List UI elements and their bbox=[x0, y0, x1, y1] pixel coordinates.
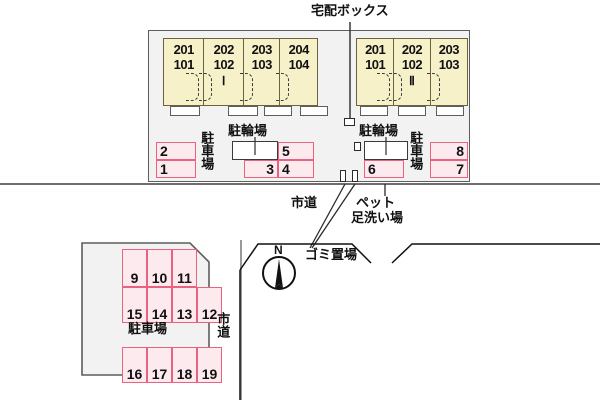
garbage-area-label: ゴミ置場 bbox=[305, 247, 358, 262]
entry-porch bbox=[170, 106, 200, 116]
parking-stall-1: 1 bbox=[156, 160, 196, 178]
entry-porch bbox=[300, 106, 328, 116]
parking-stall-9: 9 bbox=[122, 249, 147, 287]
pet-wash-label-line2: 足洗い場 bbox=[351, 210, 404, 225]
parking-stall-16: 16 bbox=[122, 347, 147, 383]
door-icon bbox=[389, 73, 403, 101]
parking-stall-18: 18 bbox=[172, 347, 197, 383]
bollard-icon bbox=[352, 170, 358, 182]
bicycle-right-label: 駐輪場 bbox=[359, 123, 399, 138]
parking-left-label: 駐車場 bbox=[199, 131, 215, 170]
delivery-box-label: 宅配ボックス bbox=[311, 3, 389, 18]
parking-stall-13: 13 bbox=[172, 287, 197, 323]
bollard-icon bbox=[340, 170, 346, 182]
parking-stall-8: 8 bbox=[430, 142, 468, 160]
parking-stall-12: 12 bbox=[197, 287, 222, 323]
building-2-roman-label: Ⅱ bbox=[409, 74, 415, 88]
main-road-line bbox=[0, 183, 600, 185]
parking-stall-15: 15 bbox=[122, 287, 147, 323]
entry-porch bbox=[436, 106, 464, 116]
door-icon bbox=[186, 73, 199, 101]
parking-stall-19: 19 bbox=[197, 347, 222, 383]
parking-stall-11: 11 bbox=[172, 249, 197, 287]
meter-post-icon bbox=[354, 142, 361, 151]
parking-stall-10: 10 bbox=[147, 249, 172, 287]
vertical-road-line bbox=[240, 240, 242, 400]
entry-porch bbox=[228, 106, 258, 116]
parking-stall-3: 3 bbox=[244, 160, 278, 178]
parking-stall-17: 17 bbox=[147, 347, 172, 383]
bicycle-left-label: 駐輪場 bbox=[228, 123, 268, 138]
parking-stall-4: 4 bbox=[278, 160, 314, 178]
parking-stall-6: 6 bbox=[364, 160, 404, 178]
parking-right-label: 駐車場 bbox=[408, 131, 424, 170]
door-icon bbox=[199, 73, 213, 101]
entry-porch bbox=[360, 106, 388, 116]
parking-stall-5: 5 bbox=[278, 142, 314, 160]
parking-bottom-label: 駐車場 bbox=[128, 321, 168, 336]
entry-porch bbox=[398, 106, 426, 116]
door-icon bbox=[377, 73, 390, 101]
parking-stall-14: 14 bbox=[147, 287, 172, 323]
pet-wash-label-line1: ペット bbox=[356, 195, 396, 210]
road-center-label: 市道 bbox=[291, 195, 318, 210]
door-icon bbox=[276, 73, 290, 101]
building-1-roman-label: Ⅰ bbox=[221, 74, 226, 88]
compass-north-label: N bbox=[274, 243, 283, 257]
parking-stall-2: 2 bbox=[156, 142, 196, 160]
delivery-box-icon bbox=[344, 118, 355, 126]
road-vertical-label: 市道 bbox=[215, 312, 231, 338]
door-icon bbox=[426, 73, 440, 101]
door-icon bbox=[239, 73, 253, 101]
entry-porch bbox=[264, 106, 292, 116]
parking-stall-7: 7 bbox=[430, 160, 468, 178]
